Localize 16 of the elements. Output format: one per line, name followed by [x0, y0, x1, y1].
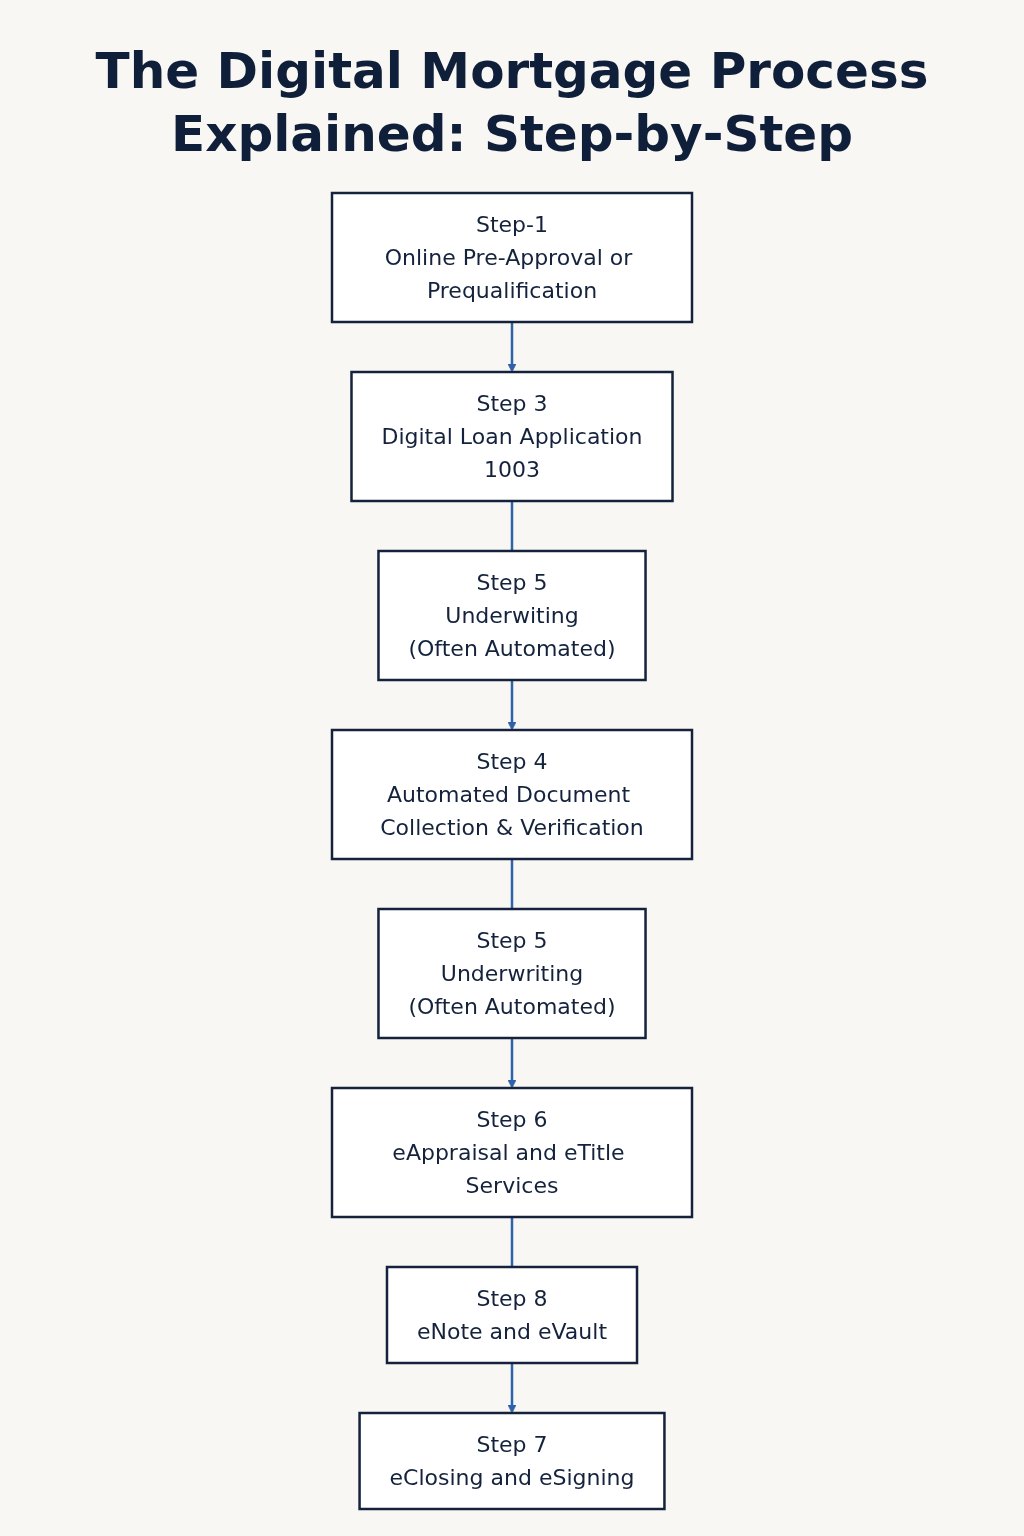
connector [510, 859, 514, 909]
node-box: Step 5 Underwiting (Often Automated) [377, 549, 647, 682]
title: The Digital Mortgage Process Explained: Step-by-Step [94, 41, 930, 165]
arrow [507, 322, 517, 373]
connector [510, 1217, 514, 1267]
arrow [507, 680, 517, 731]
connector [510, 501, 514, 551]
node-box: Step 5 Underwriting (Often Automated) [377, 907, 647, 1040]
arrow [507, 1038, 517, 1089]
node-box: Step 6 eAppraisal and eTitle Services [330, 1086, 694, 1219]
node-box: Step 4 Automated Document Collection & Verification [330, 728, 694, 861]
arrow [507, 1363, 517, 1414]
node-box: Step 7 eClosing and eSigning [358, 1411, 666, 1511]
node-box: Step 3 Digital Loan Application 1003 [350, 370, 674, 503]
node-box: Step-1 Online Pre-Approval or Prequalification [330, 191, 694, 324]
node-box: Step 8 eNote and eVault [385, 1265, 639, 1365]
